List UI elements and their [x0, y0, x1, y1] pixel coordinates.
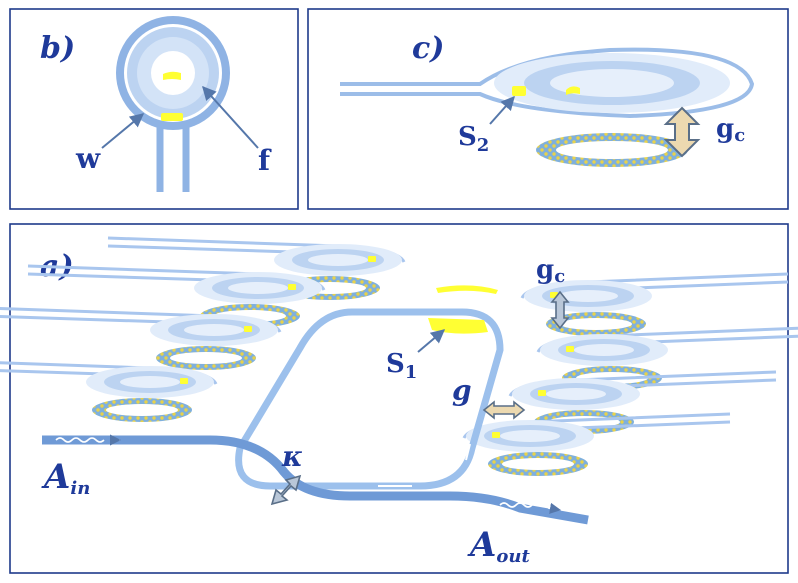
label-a-in: Ain: [41, 457, 90, 499]
panel-b: b) w f: [9, 8, 299, 210]
bus-waveguide: [42, 435, 589, 525]
input-wave: [55, 437, 105, 443]
unit-dotted-ring-hole: [106, 404, 178, 416]
panel-b-label: b): [40, 31, 75, 66]
unit-ring-inner: [228, 282, 288, 294]
gc-arrow-a: [550, 290, 570, 330]
label-g: g: [452, 374, 472, 407]
unit-yellow-mark: [180, 378, 188, 384]
label-w: w: [75, 142, 101, 175]
unit-ring-inner: [308, 254, 368, 266]
bus-waveguide-funnel: [340, 47, 755, 119]
unit-dotted-ring-hole: [560, 318, 632, 330]
label-gc-a: gc: [536, 255, 565, 287]
dotted-ring-hole: [556, 141, 668, 159]
panel-c: c) S2 gc: [307, 8, 789, 210]
ring-unit: [0, 361, 218, 422]
left-ring-units: [0, 236, 406, 422]
s1-pointer: [417, 329, 446, 353]
racetrack-resonator: [235, 308, 504, 490]
w-pointer: [101, 113, 145, 149]
output-arrow: [547, 502, 562, 514]
unit-ring-inner: [184, 324, 244, 336]
unit-waveguide-lower: [575, 420, 731, 430]
label-f: f: [258, 144, 272, 177]
label-kappa: κ: [281, 440, 303, 473]
unit-waveguide-lower: [107, 244, 293, 254]
yellow-bar-top: [436, 285, 498, 294]
kappa-arrow: [270, 474, 302, 506]
unit-waveguide-lower: [0, 369, 105, 376]
unit-ring-inner: [558, 290, 618, 302]
label-a-out: Aout: [467, 525, 530, 567]
unit-yellow-mark: [288, 284, 296, 290]
ring-unit: [0, 307, 282, 370]
label-gc-c: gc: [716, 114, 745, 146]
yellow-mark-bottom: [161, 113, 183, 121]
panel-c-label: c): [412, 31, 444, 66]
unit-waveguide-lower: [649, 334, 798, 344]
unit-yellow-mark: [492, 432, 500, 438]
unit-waveguide-lower: [27, 272, 213, 282]
panel-a: a) S1 κ g gc Ain Aout: [0, 223, 798, 574]
racetrack-flow-mark-2: [465, 443, 471, 461]
panel-a-frame: [9, 223, 789, 574]
unit-ring-inner: [500, 430, 560, 442]
yellow-mark-c: [566, 86, 580, 95]
unit-ring-inner: [574, 344, 634, 356]
unit-ring-inner: [120, 376, 180, 388]
unit-waveguide-lower: [0, 315, 169, 324]
ring-inner: [550, 69, 674, 97]
unit-yellow-mark: [244, 326, 252, 332]
yellow-mark-s2: [512, 86, 526, 96]
unit-dotted-ring-hole: [502, 458, 574, 470]
label-s2: S2: [458, 122, 489, 156]
unit-yellow-mark: [538, 390, 546, 396]
label-s1: S1: [386, 349, 417, 383]
unit-yellow-mark: [368, 256, 376, 262]
s2-pointer: [489, 95, 515, 125]
gc-double-arrow: [663, 106, 701, 158]
output-wave: [499, 502, 541, 508]
g-arrow: [482, 400, 526, 420]
unit-waveguide-lower: [621, 378, 777, 388]
unit-ring-inner: [546, 388, 606, 400]
unit-dotted-ring-hole: [170, 352, 242, 364]
unit-yellow-mark: [566, 346, 574, 352]
yellow-mark-center: [163, 71, 181, 80]
f-pointer: [202, 85, 259, 149]
unit-waveguide-lower: [633, 280, 789, 290]
